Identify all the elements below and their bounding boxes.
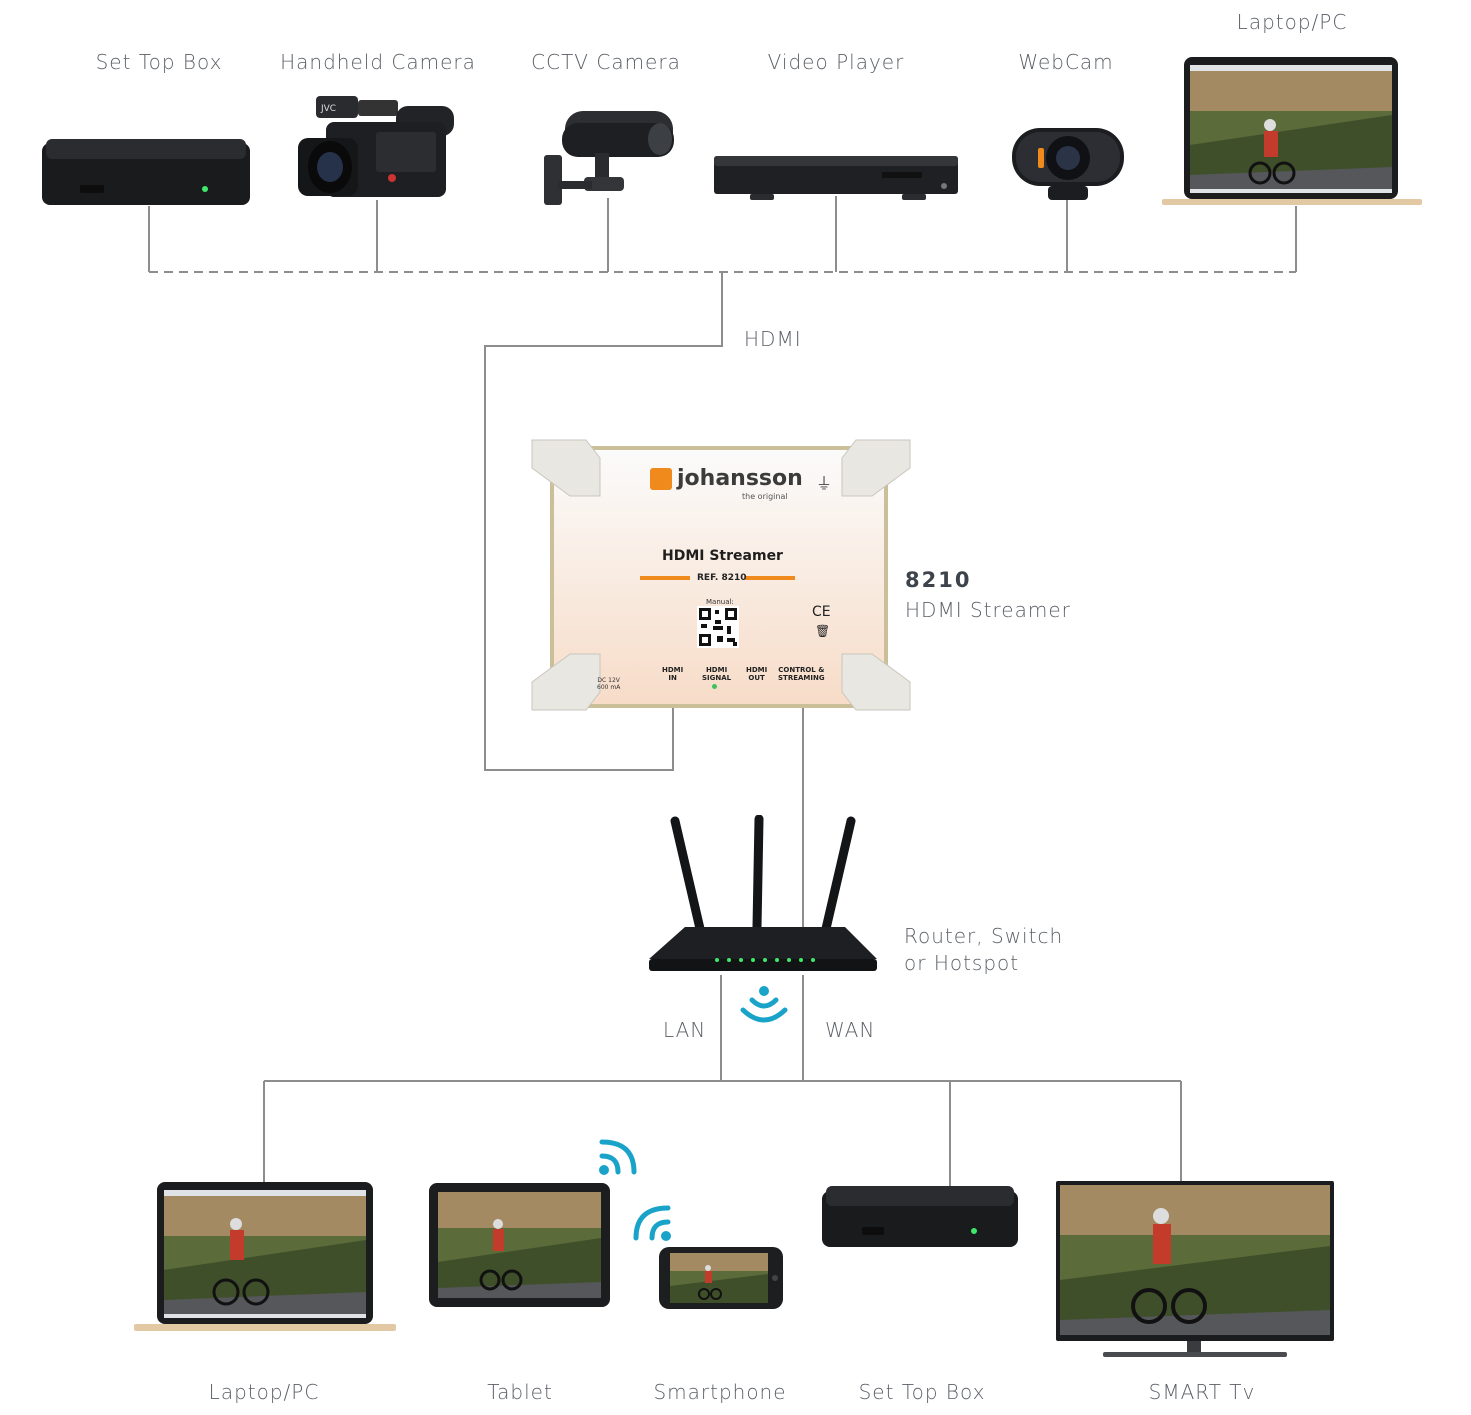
accent-bar-left <box>640 576 690 580</box>
cctv-camera-image <box>544 111 674 205</box>
label-laptop-top: Laptop/PC <box>1236 10 1348 34</box>
label-cctv-camera: CCTV Camera <box>531 50 681 74</box>
tablet-image <box>429 1183 610 1307</box>
set-top-box-bottom-image <box>822 1186 1018 1247</box>
streamer-panel-title: HDMI Streamer <box>662 548 783 564</box>
set-top-box-image <box>42 139 250 205</box>
input-drops <box>148 196 1297 1188</box>
router-image <box>649 815 877 971</box>
streamer-name: HDMI Streamer <box>905 598 1071 622</box>
streamer-brand: johansson <box>677 466 803 491</box>
label-smartphone: Smartphone <box>653 1380 787 1404</box>
label-smart-tv: SMART Tv <box>1148 1380 1256 1404</box>
port-dc-label: DC 12V 600 mA <box>597 677 621 691</box>
label-set-top-box-bottom: Set Top Box <box>858 1380 986 1404</box>
smart-tv-image <box>1056 1181 1334 1357</box>
router-label-line1: Router, Switch <box>904 924 1064 948</box>
smartphone-wifi-icon <box>633 1205 671 1241</box>
svg-text:JVC: JVC <box>320 104 336 114</box>
label-webcam: WebCam <box>1018 50 1114 74</box>
weee-bin-icon: 🗑 <box>815 624 831 638</box>
accent-bar-right <box>745 576 795 580</box>
handheld-camera-image: JVC <box>298 96 454 197</box>
johansson-logo-icon <box>650 468 672 490</box>
label-tablet: Tablet <box>487 1380 553 1404</box>
hdmi-signal-led <box>712 684 717 689</box>
streamer-tagline: the original <box>742 492 788 501</box>
label-laptop-bottom: Laptop/PC <box>208 1380 320 1404</box>
router-wifi-icon <box>740 986 788 1023</box>
label-set-top-box-top: Set Top Box <box>95 50 223 74</box>
label-video-player: Video Player <box>767 50 905 74</box>
tablet-wifi-icon <box>599 1139 637 1175</box>
streamer-model-code: 8210 <box>905 568 972 592</box>
laptop-bottom-image <box>134 1182 396 1331</box>
webcam-image <box>1012 128 1124 200</box>
streamer-ref: REF. 8210 <box>697 573 747 583</box>
hdmi-streamer-device <box>531 439 911 711</box>
label-hdmi-link: HDMI <box>744 327 802 351</box>
label-wan-link: WAN <box>825 1018 876 1042</box>
label-lan-link: LAN <box>663 1018 707 1042</box>
port-hdmi-out-label: HDMI OUT <box>746 666 768 682</box>
port-control-label: CONTROL & STREAMING <box>778 666 825 682</box>
video-player-image <box>714 156 958 200</box>
label-handheld-camera: Handheld Camera <box>280 50 476 74</box>
ground-icon: ⏚ <box>816 474 833 493</box>
smartphone-image <box>659 1247 783 1309</box>
router-label-line2: or Hotspot <box>904 951 1020 975</box>
qr-code-icon <box>697 606 739 648</box>
ce-mark: CE <box>812 604 831 620</box>
port-hdmi-in-label: HDMI IN <box>662 666 684 682</box>
manual-label: Manual: <box>706 598 734 606</box>
port-hdmi-signal-label: HDMI SIGNAL <box>702 666 732 682</box>
laptop-top-image <box>1162 57 1422 205</box>
